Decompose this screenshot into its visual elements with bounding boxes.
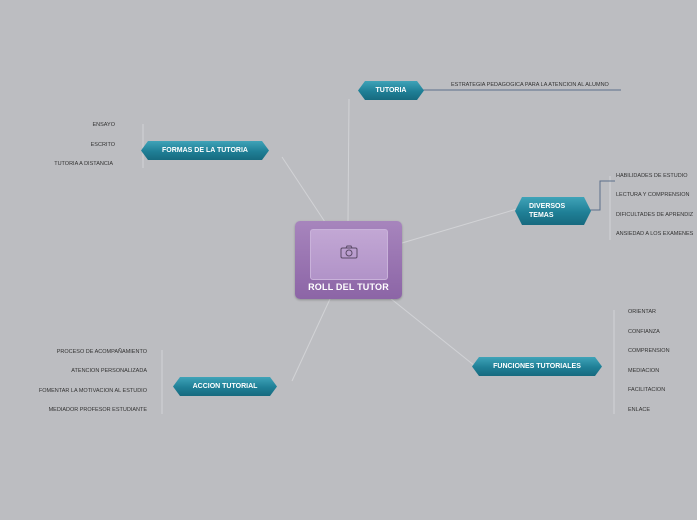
- leaf-accion-2: FOMENTAR LA MOTIVACION AL ESTUDIO: [38, 388, 147, 394]
- branch-accion[interactable]: ACCION TUTORIAL: [173, 377, 277, 396]
- image-placeholder: [310, 229, 388, 280]
- leaf-diversos-3: ANSIEDAD A LOS EXAMENES: [616, 231, 694, 237]
- leaf-funciones-2: COMPRENSION: [628, 348, 670, 354]
- leaf-formas-0: ENSAYO: [92, 122, 115, 128]
- leaf-funciones-3: MEDIACION: [628, 368, 660, 374]
- leaf-funciones-4: FACILITACION: [628, 387, 666, 393]
- branch-funciones[interactable]: FUNCIONES TUTORIALES: [472, 357, 602, 376]
- branch-tutoria[interactable]: TUTORIA: [358, 81, 424, 100]
- leaf-accion-3: MEDIADOR PROFESOR ESTUDIANTE: [48, 407, 147, 413]
- leaf-formas-1: ESCRITO: [90, 142, 115, 148]
- leaf-funciones-0: ORIENTAR: [628, 309, 657, 315]
- leaf-accion-0: PROCESO DE ACOMPAÑAMIENTO: [56, 349, 147, 355]
- leaf-tutoria-0: ESTRATEGIA PEDAGOGICA PARA LA ATENCION A…: [451, 82, 609, 88]
- leaf-funciones-1: CONFIANZA: [628, 329, 660, 335]
- branch-formas[interactable]: FORMAS DE LA TUTORIA: [141, 141, 269, 160]
- leaf-diversos-1: LECTURA Y COMPRENSION: [616, 192, 690, 198]
- branch-diversos[interactable]: DIVERSOS TEMAS: [515, 197, 591, 225]
- leaf-accion-1: ATENCION PERSONALIZADA: [71, 368, 147, 374]
- central-node[interactable]: ROLL DEL TUTOR: [295, 221, 402, 299]
- camera-icon: [340, 245, 358, 264]
- leaf-formas-2: TUTORIA A DISTANCIA: [54, 161, 113, 167]
- leaf-diversos-0: HABILIDADES DE ESTUDIO: [616, 173, 688, 179]
- leaf-funciones-5: ENLACE: [628, 407, 651, 413]
- central-title: ROLL DEL TUTOR: [308, 282, 389, 292]
- leaf-diversos-2: DIFICULTADES DE APRENDIZ: [616, 212, 694, 218]
